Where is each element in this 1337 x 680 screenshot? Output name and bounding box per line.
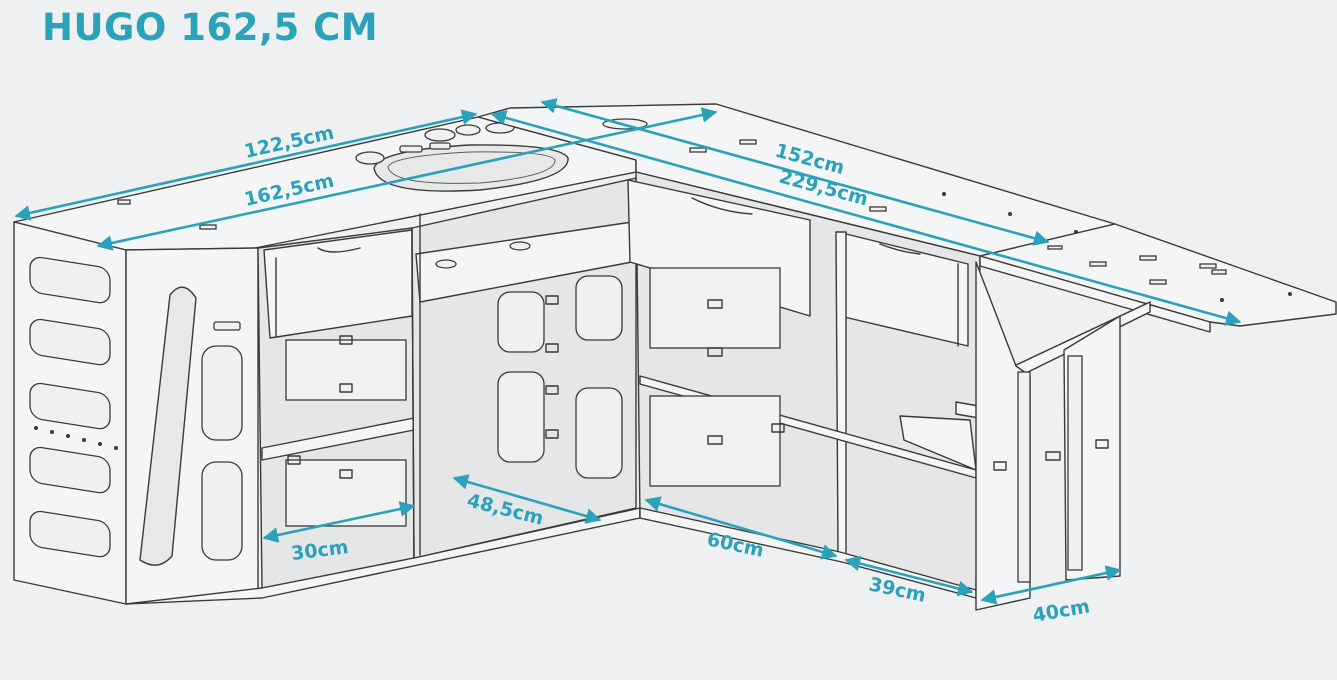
- dim-line-8: [844, 555, 974, 597]
- dim-line-5: [262, 501, 416, 543]
- dim-line-9: [980, 565, 1122, 605]
- diagram-title: HUGO 162,5 CM: [42, 6, 379, 49]
- dim-label-9: 40cm: [1031, 595, 1091, 627]
- dimension-lines: [14, 98, 1242, 605]
- dim-line-7: [644, 496, 838, 560]
- dim-line-6: [452, 474, 602, 524]
- dim-line-4: [490, 110, 1242, 326]
